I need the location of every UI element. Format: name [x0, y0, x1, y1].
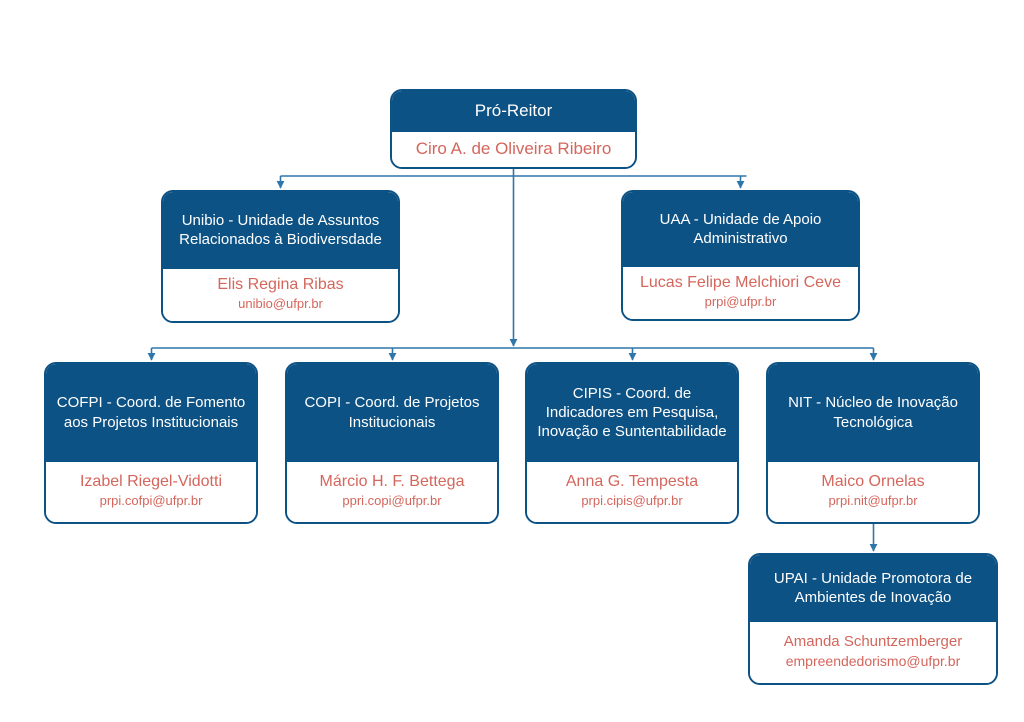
org-node-person: Ciro A. de Oliveira Ribeiro — [415, 138, 612, 158]
org-node-body: Izabel Riegel-Vidotti prpi.cofpi@ufpr.br — [46, 462, 256, 522]
org-node-copi[interactable]: COPI - Coord. de Projetos Institucionais… — [285, 362, 499, 524]
org-node-body: Ciro A. de Oliveira Ribeiro — [392, 132, 635, 167]
org-node-email: prpi.cipis@ufpr.br — [581, 493, 683, 509]
org-node-body: Anna G. Tempesta prpi.cipis@ufpr.br — [527, 462, 737, 522]
org-node-person: Amanda Schuntzemberger — [783, 632, 963, 650]
org-node-person: Lucas Felipe Melchiori Ceve — [640, 274, 841, 292]
org-node-email: ppri.copi@ufpr.br — [342, 493, 442, 509]
org-node-title: Unibio - Unidade de Assuntos Relacionado… — [163, 192, 398, 269]
org-node-title: UPAI - Unidade Promotora de Ambientes de… — [750, 555, 996, 622]
org-node-nit[interactable]: NIT - Núcleo de Inovação Tecnológica Mai… — [766, 362, 980, 524]
org-node-cofpi[interactable]: COFPI - Coord. de Fomento aos Projetos I… — [44, 362, 258, 524]
org-node-unibio[interactable]: Unibio - Unidade de Assuntos Relacionado… — [161, 190, 400, 323]
org-node-title: COPI - Coord. de Projetos Institucionais — [287, 364, 497, 462]
org-node-title: CIPIS - Coord. de Indicadores em Pesquis… — [527, 364, 737, 462]
org-node-title: UAA - Unidade de Apoio Administrativo — [623, 192, 858, 267]
org-node-title: NIT - Núcleo de Inovação Tecnológica — [768, 364, 978, 462]
org-node-title: COFPI - Coord. de Fomento aos Projetos I… — [46, 364, 256, 462]
org-node-person: Anna G. Tempesta — [565, 473, 699, 491]
org-node-pro-reitor[interactable]: Pró-Reitor Ciro A. de Oliveira Ribeiro — [390, 89, 637, 169]
org-node-cipis[interactable]: CIPIS - Coord. de Indicadores em Pesquis… — [525, 362, 739, 524]
org-node-person: Maico Ornelas — [821, 473, 925, 491]
org-node-person: Izabel Riegel-Vidotti — [79, 473, 222, 491]
org-node-title: Pró-Reitor — [392, 91, 635, 132]
org-node-email: prpi.cofpi@ufpr.br — [99, 493, 203, 509]
org-node-body: Maico Ornelas prpi.nit@ufpr.br — [768, 462, 978, 522]
org-node-email: prpi.nit@ufpr.br — [828, 493, 918, 509]
org-node-person: Márcio H. F. Bettega — [319, 473, 465, 491]
org-node-person: Elis Regina Ribas — [217, 276, 344, 294]
org-node-email: empreendedorismo@ufpr.br — [785, 652, 961, 669]
org-node-email: unibio@ufpr.br — [238, 296, 323, 312]
org-node-email: prpi@ufpr.br — [704, 294, 777, 310]
org-node-upai[interactable]: UPAI - Unidade Promotora de Ambientes de… — [748, 553, 998, 685]
org-node-body: Amanda Schuntzemberger empreendedorismo@… — [750, 622, 996, 683]
org-node-body: Lucas Felipe Melchiori Ceve prpi@ufpr.br — [623, 267, 858, 319]
org-node-body: Márcio H. F. Bettega ppri.copi@ufpr.br — [287, 462, 497, 522]
org-node-uaa[interactable]: UAA - Unidade de Apoio Administrativo Lu… — [621, 190, 860, 321]
org-node-body: Elis Regina Ribas unibio@ufpr.br — [163, 269, 398, 321]
